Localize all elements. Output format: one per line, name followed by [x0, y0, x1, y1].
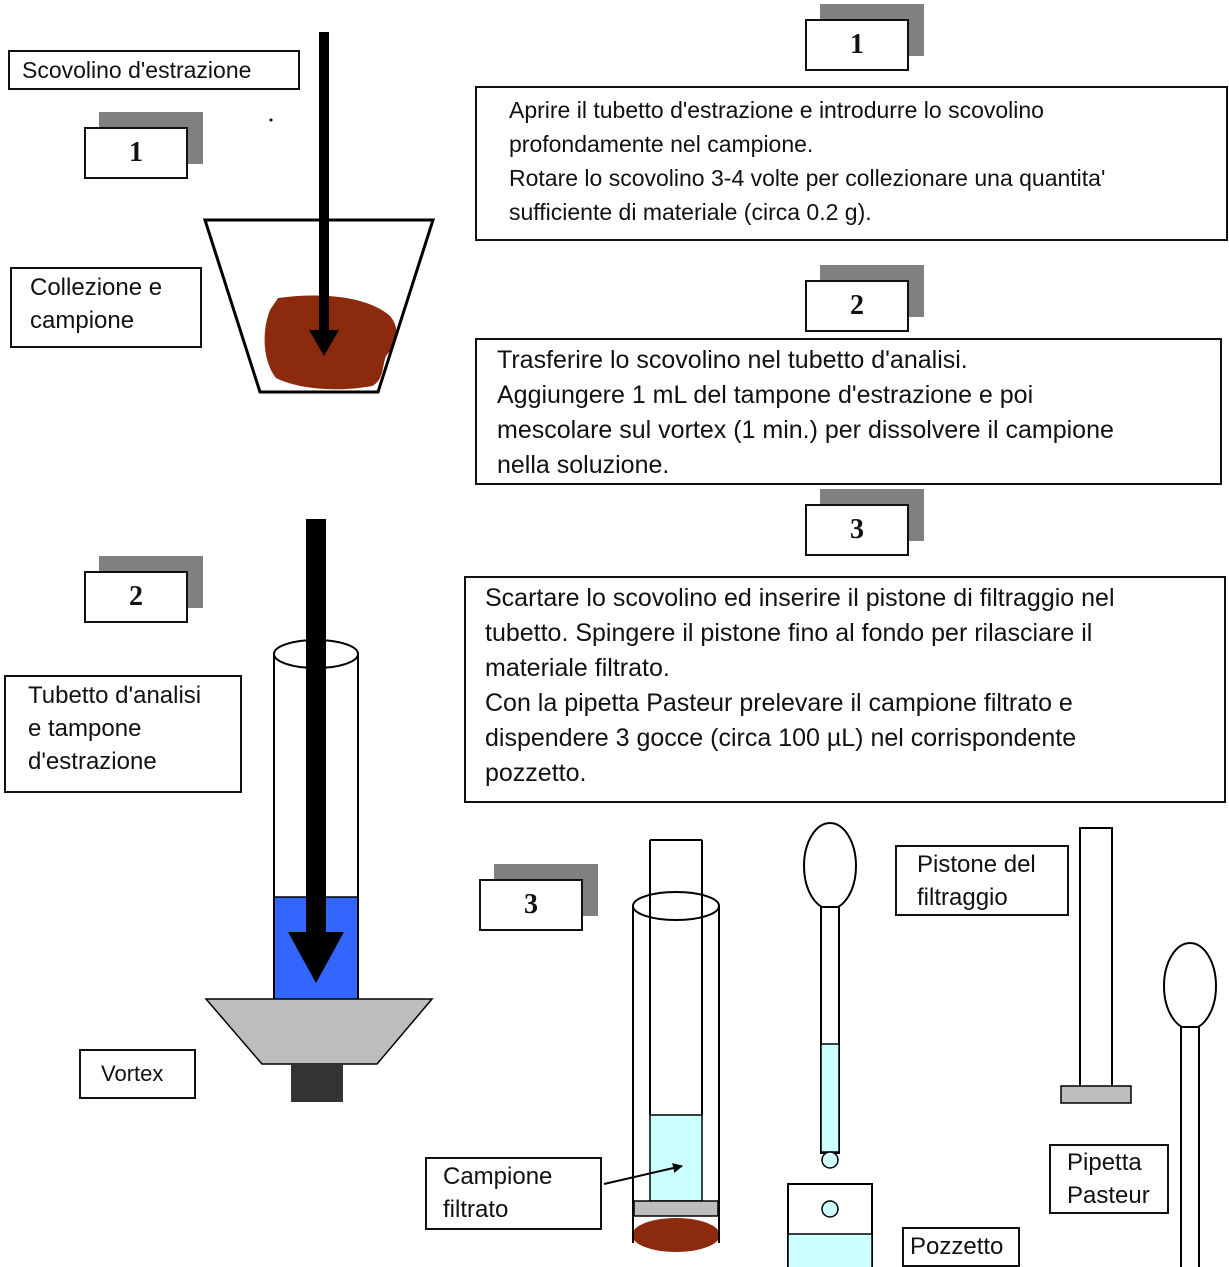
drop	[821, 1151, 839, 1169]
step-3-line: dispendere 3 gocce (circa 100 µL) nel co…	[485, 724, 1077, 752]
step-badge-left-3: 3	[479, 879, 583, 931]
step-3-line: materiale filtrato.	[485, 654, 670, 682]
step-badge-right-2: 2	[805, 280, 909, 332]
label-collection: Collezione e campione	[10, 267, 202, 348]
stray-dot	[269, 118, 273, 122]
plunger-disk	[633, 1200, 719, 1217]
label-swab: Scovolino d'estrazione	[8, 50, 300, 90]
step-1-line: Aprire il tubetto d'estrazione e introdu…	[509, 97, 1044, 123]
swab-arrow-2	[288, 519, 344, 983]
step-badge-left-2: 2	[84, 571, 188, 623]
step-3-line: Con la pipetta Pasteur prelevare il camp…	[485, 689, 1073, 717]
swab-arrow-1	[309, 32, 339, 356]
filtered-sediment	[632, 1218, 720, 1252]
label-filtered-sample: Campione filtrato	[425, 1157, 602, 1230]
step-2-line: Aggiungere 1 mL del tampone d'estrazione…	[497, 381, 1034, 409]
step-3-line: Scartare lo scovolino ed inserire il pis…	[485, 584, 1115, 612]
step-1-instructions: Aprire il tubetto d'estrazione e introdu…	[475, 86, 1228, 241]
filtration-plunger-drawing	[1060, 827, 1132, 1104]
step-badge-right-1: 1	[805, 19, 909, 71]
step-2-line: Trasferire lo scovolino nel tubetto d'an…	[497, 346, 968, 374]
vortex-mixer	[204, 998, 434, 1102]
label-filtration-plunger: Pistone del filtraggio	[895, 845, 1069, 916]
pasteur-pipette-drawing	[803, 822, 857, 1169]
step-2-instructions: Trasferire lo scovolino nel tubetto d'an…	[475, 338, 1222, 485]
step-2-line: mescolare sul vortex (1 min.) per dissol…	[497, 416, 1114, 444]
filtration-tube	[632, 839, 720, 1252]
step-badge-left-1: 1	[84, 127, 188, 179]
step-2-line: nella soluzione.	[497, 451, 670, 479]
step-3-line: tubetto. Spingere il pistone fino al fon…	[485, 619, 1093, 647]
step-1-line: sufficiente di materiale (circa 0.2 g).	[509, 199, 872, 225]
label-vortex: Vortex	[79, 1049, 196, 1099]
step-1-line: Rotare lo scovolino 3-4 volte per collez…	[509, 165, 1106, 191]
step-3-line: pozzetto.	[485, 759, 587, 787]
label-well: Pozzetto	[902, 1227, 1020, 1267]
well-drawing	[787, 1183, 873, 1267]
cup-outline	[202, 218, 436, 394]
pasteur-pipette-drawing-2	[1163, 942, 1217, 1267]
step-3-instructions: Scartare lo scovolino ed inserire il pis…	[464, 576, 1226, 803]
drop-in-well	[821, 1200, 839, 1218]
label-analysis-tube: Tubetto d'analisi e tampone d'estrazione	[4, 675, 242, 793]
filtrate-liquid	[649, 1114, 703, 1202]
label-pasteur-pipette: Pipetta Pasteur	[1049, 1144, 1169, 1214]
step-1-line: profondamente nel campione.	[509, 131, 814, 157]
filtrate-pointer-arrow	[603, 1163, 683, 1185]
step-badge-right-3: 3	[805, 504, 909, 556]
